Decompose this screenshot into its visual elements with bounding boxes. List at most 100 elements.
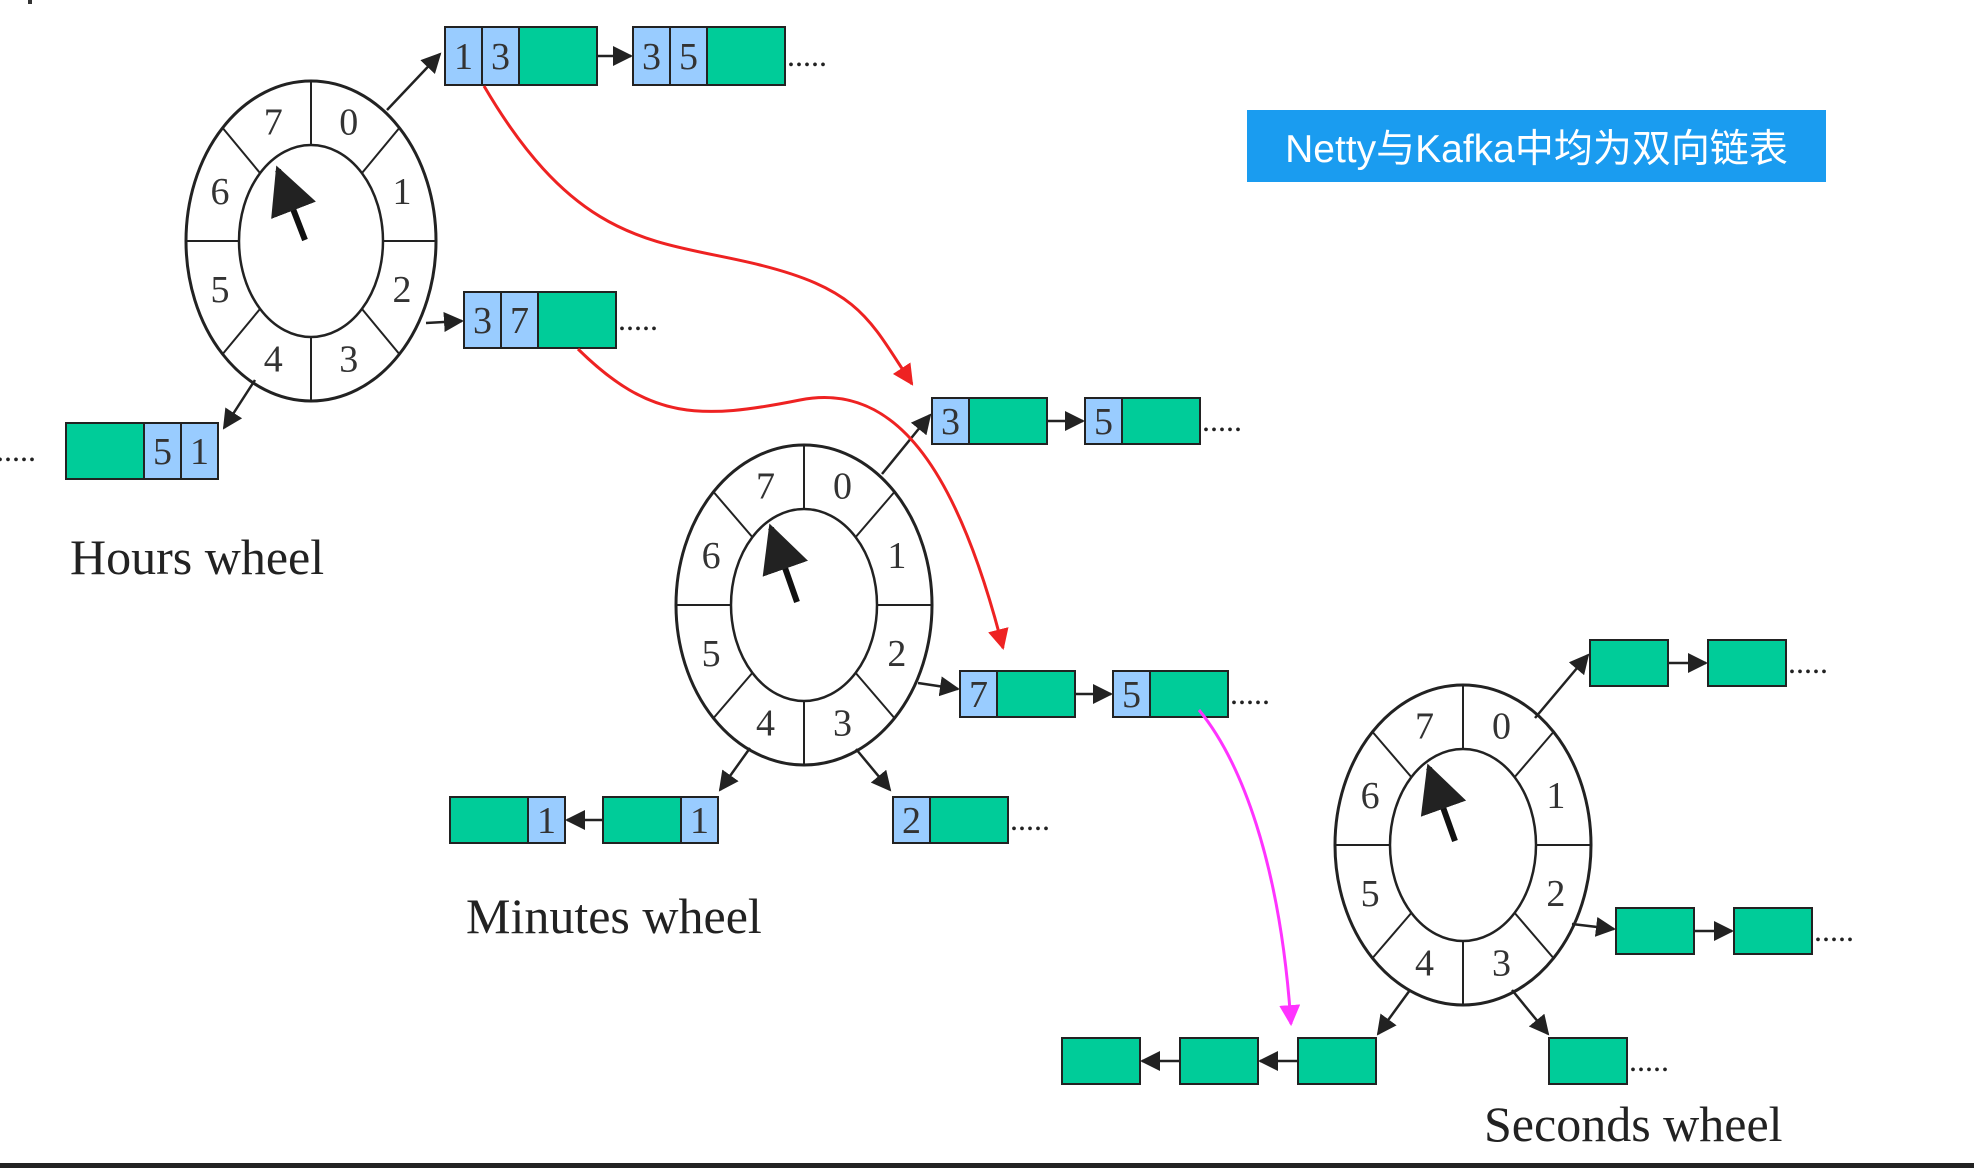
seconds-5-timer-node <box>1297 1037 1377 1085</box>
seconds-4-bucket-list: ..... <box>1511 989 1669 1085</box>
hours-slot-7-label: 7 <box>264 102 283 144</box>
minutes-slot-2-label: 2 <box>887 633 906 675</box>
seconds-3-bucket-list: ..... <box>1571 907 1854 955</box>
node-index-value: 1 <box>454 36 473 78</box>
seconds-5-timer-node <box>1179 1037 1259 1085</box>
minutes-wheel-spoke <box>712 491 754 538</box>
node-task-body <box>1548 1037 1628 1085</box>
node-index-value: 5 <box>153 431 172 473</box>
hours-slot-0-label: 0 <box>339 102 358 144</box>
seconds-slot-2-label: 2 <box>1546 873 1565 915</box>
hours-wheel-label: Hours wheel <box>70 529 325 585</box>
minutes-slot-1-label: 1 <box>887 535 906 577</box>
minutes-slot-6-label: 6 <box>702 535 721 577</box>
list-continuation-dots: ..... <box>1788 644 1828 680</box>
seconds-1-timer-node <box>1589 639 1669 687</box>
list-continuation-dots: ..... <box>1010 801 1050 837</box>
node-task-body <box>929 796 1009 844</box>
minutes-3-slot-pointer <box>917 676 960 697</box>
seconds-1-timer-node <box>1707 639 1787 687</box>
node-index-value: 1 <box>537 800 556 842</box>
cascade-arrow-minutes-to-seconds <box>1197 709 1301 1027</box>
node-task-body <box>968 397 1048 445</box>
node-index-cell <box>1112 670 1151 718</box>
node-index-value: 3 <box>491 36 510 78</box>
minutes-5-timer-node: 1 <box>602 796 719 844</box>
hours-wheel-spoke <box>361 127 401 174</box>
seconds-slot-5-label: 5 <box>1361 873 1380 915</box>
minutes-3-timer-node: 5 <box>1112 670 1229 718</box>
seconds-slot-7-label: 7 <box>1415 706 1434 748</box>
minutes-slot-5-label: 5 <box>702 633 721 675</box>
hours-1-slot-pointer <box>386 52 442 111</box>
node-task-body <box>449 796 529 844</box>
seconds-slot-6-label: 6 <box>1361 775 1380 817</box>
seconds-slot-1-label: 1 <box>1546 775 1565 817</box>
node-index-cell <box>527 796 566 844</box>
minutes-3-timer-node: 7 <box>959 670 1076 718</box>
seconds-wheel-spoke <box>1371 912 1413 959</box>
seconds-5-slot-pointer <box>1376 989 1412 1036</box>
node-task-body <box>1589 639 1669 687</box>
node-task-body <box>537 291 617 349</box>
hours-wheel-spoke <box>361 308 401 355</box>
corner-mark <box>28 0 32 4</box>
hours-slot-5-label: 5 <box>210 269 229 311</box>
node-index-value: 1 <box>690 800 709 842</box>
node-index-value: 3 <box>941 401 960 443</box>
node-index-value: 7 <box>969 674 988 716</box>
list-continuation-dots: ..... <box>1814 912 1854 948</box>
minutes-slot-3-label: 3 <box>833 702 852 744</box>
node-task-body <box>1179 1037 1259 1085</box>
node-task-body <box>1149 670 1229 718</box>
minutes-wheel-label: Minutes wheel <box>466 888 762 944</box>
node-task-body <box>996 670 1076 718</box>
minutes-1-timer-node: 3 <box>931 397 1048 445</box>
seconds-wheel-label: Seconds wheel <box>1484 1096 1783 1152</box>
node-task-body <box>1707 639 1787 687</box>
seconds-3-timer-node <box>1615 907 1695 955</box>
node-task-body <box>706 26 786 86</box>
minutes-wheel-hand <box>762 523 808 603</box>
seconds-wheel: 01 23 45 67 <box>1333 683 1593 1007</box>
seconds-3-timer-node <box>1733 907 1813 955</box>
node-task-body <box>1121 397 1201 445</box>
node-index-value: 7 <box>510 300 529 342</box>
node-task-body <box>1061 1037 1141 1085</box>
list-continuation-dots: ..... <box>1629 1042 1669 1078</box>
node-index-value: 3 <box>642 36 661 78</box>
minutes-1-slot-pointer <box>881 413 932 475</box>
minutes-4-timer-node: 2 <box>892 796 1009 844</box>
seconds-slot-0-label: 0 <box>1492 706 1511 748</box>
node-task-body <box>602 796 682 844</box>
hours-wheel-spoke <box>221 308 261 355</box>
seconds-slot-3-label: 3 <box>1492 942 1511 984</box>
seconds-1-slot-pointer <box>1534 653 1590 719</box>
node-index-value: 1 <box>190 431 209 473</box>
node-index-value: 2 <box>902 800 921 842</box>
seconds-wheel-spoke <box>1513 731 1555 778</box>
doubly-linked-list-note: Netty与Kafka中均为双向链表 <box>1247 110 1826 182</box>
hours-slot-1-label: 1 <box>393 171 412 213</box>
minutes-slot-0-label: 0 <box>833 466 852 508</box>
seconds-4-slot-pointer <box>1511 989 1550 1036</box>
seconds-3-slot-pointer <box>1571 916 1616 937</box>
seconds-slot-4-label: 4 <box>1415 942 1434 984</box>
node-index-value: 3 <box>473 300 492 342</box>
minutes-slot-4-label: 4 <box>756 702 775 744</box>
node-task-body <box>1297 1037 1377 1085</box>
cascade-arrow-hours-to-minutes-3 <box>576 347 1009 651</box>
minutes-wheel-spoke <box>712 672 754 719</box>
list-continuation-dots: ..... <box>1202 402 1242 438</box>
seconds-wheel-hand <box>1420 763 1467 843</box>
seconds-4-timer-node <box>1548 1037 1628 1085</box>
